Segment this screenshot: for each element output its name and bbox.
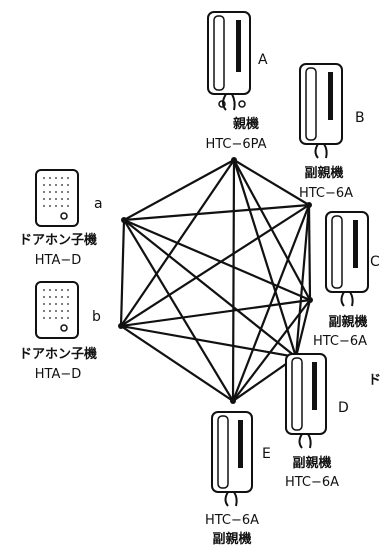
connection-line-C-E <box>231 298 312 403</box>
node-a-lower-role: ドアホン子機 <box>19 232 97 248</box>
junction-dot-B <box>306 202 312 208</box>
junction-dot-E <box>230 398 236 404</box>
node-c-role: 副親機 <box>328 314 367 330</box>
connection-line-A-E <box>231 158 236 403</box>
handset-a-icon <box>207 11 251 111</box>
node-e-letter: E <box>262 446 271 462</box>
connection-line-a-b <box>119 218 126 328</box>
node-d-letter: D <box>338 400 349 416</box>
node-b-lower-letter: b <box>92 309 101 325</box>
node-a-model: HTC−6PA <box>205 137 266 152</box>
handset-b-icon <box>299 63 343 159</box>
handset-e-icon <box>211 411 253 507</box>
connection-line-D-a <box>122 218 298 359</box>
node-a-role: 親機 <box>233 116 259 132</box>
handset-d-icon <box>285 353 327 449</box>
node-b-role: 副親機 <box>304 165 343 181</box>
connection-line-B-a <box>122 203 311 222</box>
connection-line-E-a <box>122 218 235 403</box>
node-a-lower-letter: a <box>94 196 103 212</box>
connection-line-B-D <box>294 203 311 359</box>
connection-line-B-b <box>119 203 311 328</box>
stray-text: ド <box>368 373 381 388</box>
node-a-lower-model: HTA−D <box>35 253 82 268</box>
connection-line-A-D <box>232 158 298 359</box>
connection-line-E-b <box>119 324 235 403</box>
connection-lines <box>118 157 313 404</box>
node-e-role: 副親機 <box>212 531 251 547</box>
node-b-model: HTC−6A <box>299 186 353 201</box>
door-station-a-icon <box>35 169 79 227</box>
connection-line-B-E <box>231 203 311 403</box>
connection-line-C-a <box>122 218 312 302</box>
node-d-role: 副親機 <box>292 455 331 471</box>
node-b-lower-role: ドアホン子機 <box>19 346 97 362</box>
node-b-lower-model: HTA−D <box>35 367 82 382</box>
door-station-b-icon <box>35 281 79 339</box>
handset-c-icon <box>325 211 369 307</box>
connection-line-A-B <box>232 158 311 207</box>
node-a-letter: A <box>258 52 268 68</box>
connection-line-B-C <box>307 203 312 302</box>
junction-dot-b <box>118 323 124 329</box>
connection-line-C-b <box>119 298 312 328</box>
connection-line-D-b <box>119 324 298 359</box>
junction-dot-a <box>121 217 127 223</box>
node-d-model: HTC−6A <box>285 475 339 490</box>
junction-dot-A <box>231 157 237 163</box>
connection-line-C-D <box>294 298 312 359</box>
node-b-letter: B <box>355 110 365 126</box>
node-e-model: HTC−6A <box>205 513 259 528</box>
node-c-model: HTC−6A <box>313 334 367 349</box>
node-c-letter: C <box>370 254 380 270</box>
junction-dot-C <box>307 297 313 303</box>
connection-line-A-a <box>122 158 236 222</box>
